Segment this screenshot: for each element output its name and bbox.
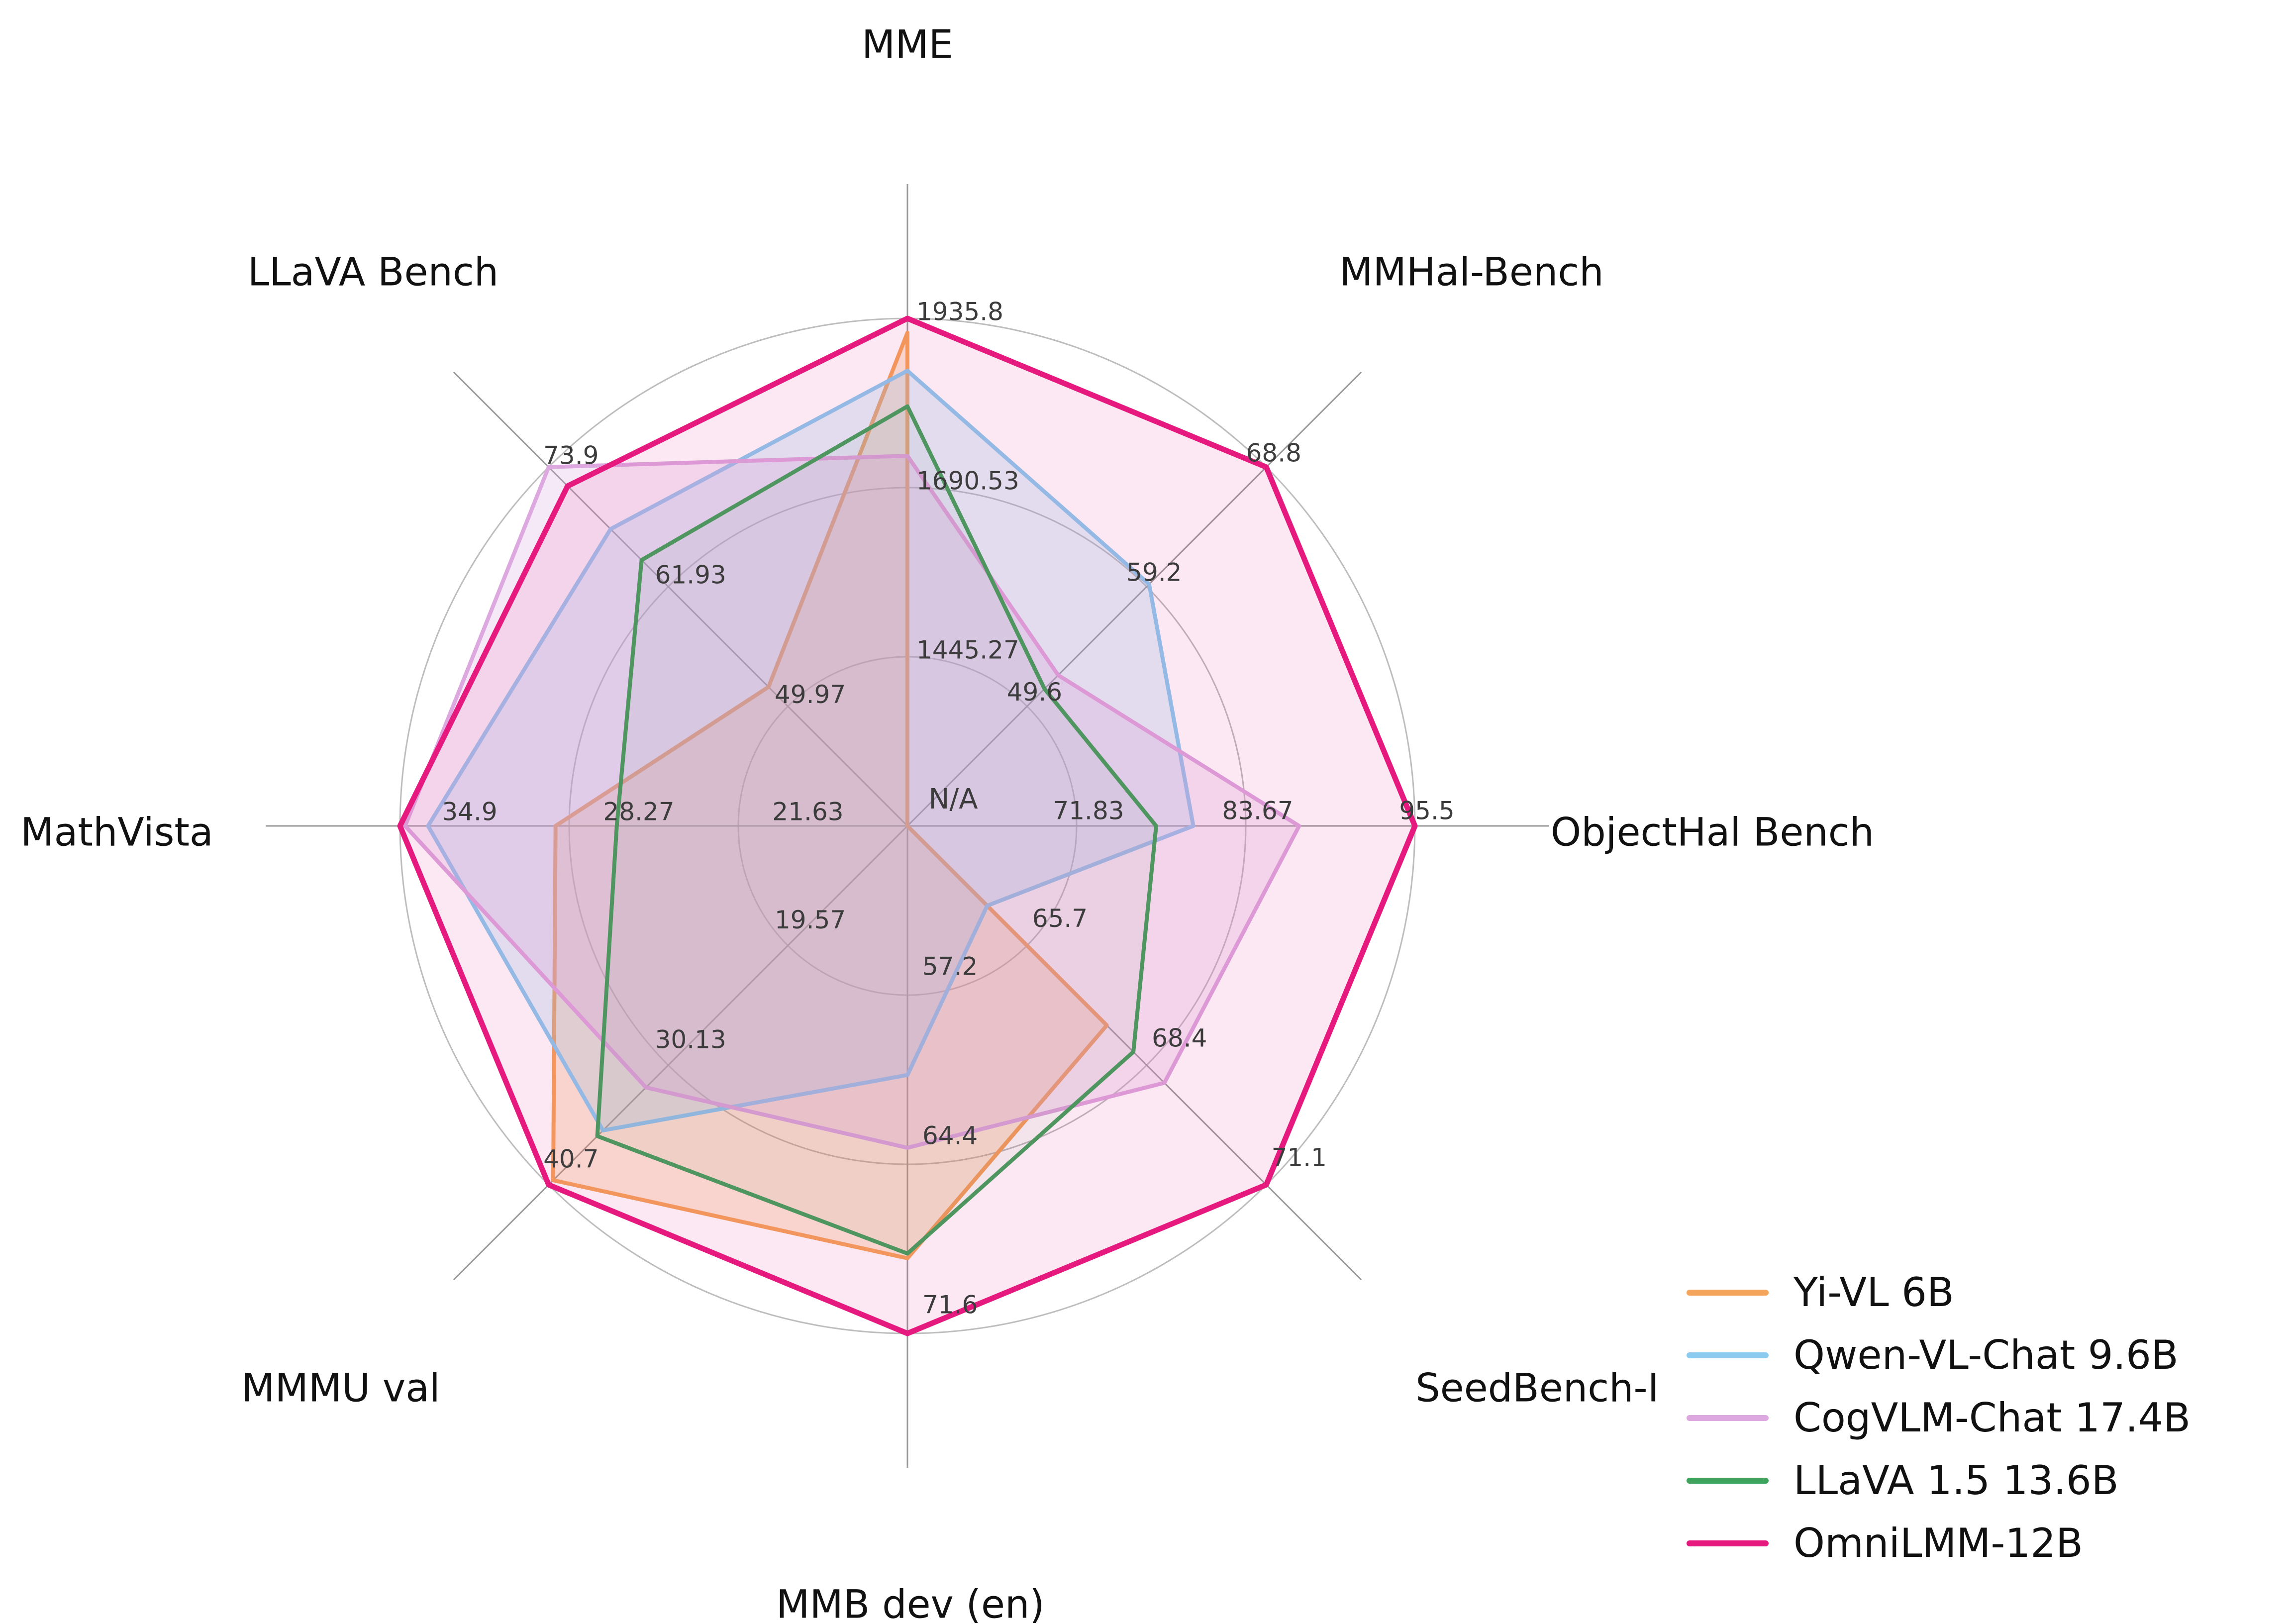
tick-label: 61.93 xyxy=(655,561,726,590)
axis-title-mathvista: MathVista xyxy=(20,810,213,855)
tick-label: 49.6 xyxy=(1007,678,1062,707)
series-polygon-omnilmm-12b xyxy=(397,315,1418,1336)
tick-label: 1445.27 xyxy=(916,636,1019,665)
legend-item-cogvlm-chat: CogVLM-Chat 17.4B xyxy=(1687,1395,2191,1441)
tick-label: 65.7 xyxy=(1032,904,1088,933)
tick-label: 71.83 xyxy=(1053,797,1124,825)
axis-line-mmmu-val xyxy=(453,825,908,1281)
tick-label: 1935.8 xyxy=(916,298,1003,326)
legend-label: CogVLM-Chat 17.4B xyxy=(1794,1395,2191,1441)
series-polygon-qwen-vl-chat-9-6b xyxy=(426,369,1196,1132)
axis-title-seedbench-i: SeedBench-I xyxy=(1415,1366,1659,1411)
tick-label: 95.5 xyxy=(1399,797,1454,825)
tick-label: 71.1 xyxy=(1272,1143,1327,1172)
legend-label: OmniLMM-12B xyxy=(1794,1520,2083,1566)
tick-label: 19.57 xyxy=(775,906,846,934)
tick-label: 28.27 xyxy=(603,798,674,826)
series-polygon-yi-vl-6b xyxy=(551,330,1109,1260)
series-polygon-llava-1-5-13-6b xyxy=(595,404,1158,1256)
legend-item-yi-vl-6b: Yi-VL 6B xyxy=(1687,1270,2191,1316)
tick-label: 64.4 xyxy=(922,1121,978,1150)
axis-title-mmb-dev-en-: MMB dev (en) xyxy=(776,1582,1045,1624)
axis-line-llava-bench xyxy=(453,371,908,827)
legend-swatch xyxy=(1687,1415,1769,1421)
axis-line-mmhal-bench xyxy=(906,371,1362,827)
legend: Yi-VL 6B Qwen-VL-Chat 9.6B CogVLM-Chat 1… xyxy=(1687,1270,2191,1566)
legend-item-omnilmm-12b: OmniLMM-12B xyxy=(1687,1521,2191,1566)
legend-swatch xyxy=(1687,1478,1769,1484)
series-polygon-cogvlm-chat-17-4b xyxy=(403,454,1301,1150)
legend-label: Yi-VL 6B xyxy=(1794,1269,1954,1316)
legend-swatch xyxy=(1687,1352,1769,1358)
axis-title-mmhal-bench: MMHal-Bench xyxy=(1339,250,1603,295)
tick-label: 68.4 xyxy=(1152,1023,1207,1052)
legend-item-llava-1-5: LLaVA 1.5 13.6B xyxy=(1687,1458,2191,1504)
legend-label: Qwen-VL-Chat 9.6B xyxy=(1794,1332,2179,1378)
axis-title-mmmu-val: MMMU val xyxy=(241,1366,440,1411)
tick-label: 57.2 xyxy=(922,952,978,981)
axis-title-mme: MME xyxy=(862,22,953,67)
tick-label: 30.13 xyxy=(655,1025,726,1054)
legend-item-qwen-vl-chat: Qwen-VL-Chat 9.6B xyxy=(1687,1332,2191,1378)
tick-label: 21.63 xyxy=(772,798,843,826)
tick-label: 34.9 xyxy=(442,798,497,826)
axis-title-llava-bench: LLaVA Bench xyxy=(248,250,499,295)
tick-label: 40.7 xyxy=(543,1145,598,1174)
legend-swatch xyxy=(1687,1290,1769,1296)
tick-label: 59.2 xyxy=(1126,558,1182,587)
legend-label: LLaVA 1.5 13.6B xyxy=(1794,1457,2119,1504)
tick-label: 49.97 xyxy=(775,680,846,709)
tick-label: 1690.53 xyxy=(916,467,1019,496)
axis-title-objecthal-bench: ObjectHal Bench xyxy=(1551,810,1874,855)
legend-swatch xyxy=(1687,1540,1769,1546)
tick-label: 83.67 xyxy=(1222,797,1293,825)
center-label: N/A xyxy=(928,783,978,815)
tick-label: 71.6 xyxy=(922,1291,978,1320)
tick-label: 68.8 xyxy=(1246,438,1301,467)
tick-label: 73.9 xyxy=(543,441,598,470)
